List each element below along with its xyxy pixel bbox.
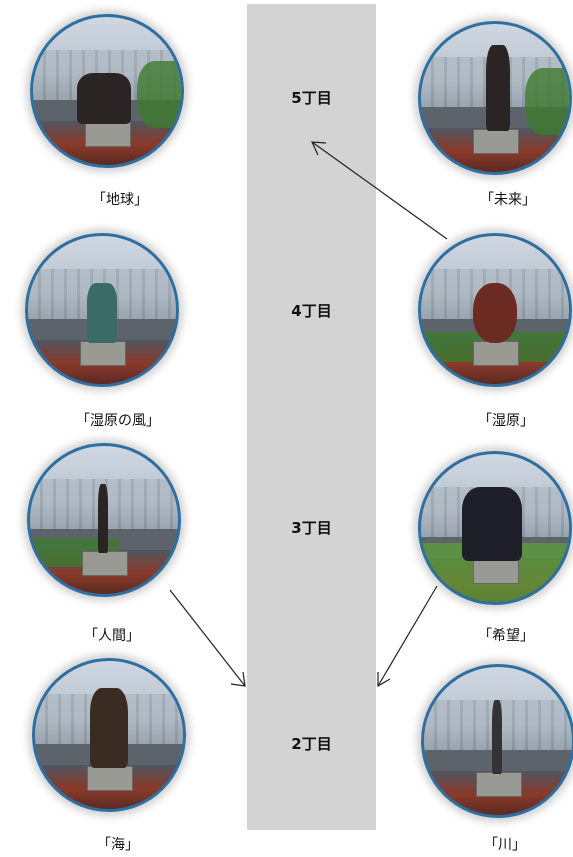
sculpture-photo-shitsugen <box>418 233 572 387</box>
sculpture-photo-umi <box>32 658 186 812</box>
block-label-3chome: 3丁目 <box>291 519 332 537</box>
arrow-mirai-to-5chome <box>311 141 448 240</box>
caption-chikyu: 「地球」 <box>92 192 148 208</box>
arrowhead-mirai-to-5chome <box>311 141 327 156</box>
sculpture-photo-shitsugen-no-kaze <box>25 233 179 387</box>
caption-kibou: 「希望」 <box>478 628 534 644</box>
sculpture-photo-kawa <box>421 664 573 818</box>
caption-ningen: 「人間」 <box>84 628 140 644</box>
arrowhead-ningen-to-2chome <box>230 671 246 687</box>
sculpture-photo-chikyu <box>30 14 184 168</box>
block-label-2chome: 2丁目 <box>291 735 332 753</box>
arrowhead-kibou-to-2chome <box>377 672 391 688</box>
caption-umi: 「海」 <box>97 837 139 853</box>
block-label-5chome: 5丁目 <box>291 89 332 107</box>
arrow-ningen-to-2chome <box>169 589 246 687</box>
caption-shitsugen-no-kaze: 「湿原の風」 <box>76 413 160 429</box>
arrow-kibou-to-2chome <box>377 585 438 687</box>
sculpture-photo-mirai <box>418 21 572 175</box>
caption-shitsugen: 「湿原」 <box>478 413 534 429</box>
sculpture-photo-kibou <box>418 451 572 605</box>
block-label-4chome: 4丁目 <box>291 302 332 320</box>
caption-mirai: 「未来」 <box>480 192 536 208</box>
sculpture-photo-ningen <box>27 443 181 597</box>
caption-kawa: 「川」 <box>484 837 526 853</box>
